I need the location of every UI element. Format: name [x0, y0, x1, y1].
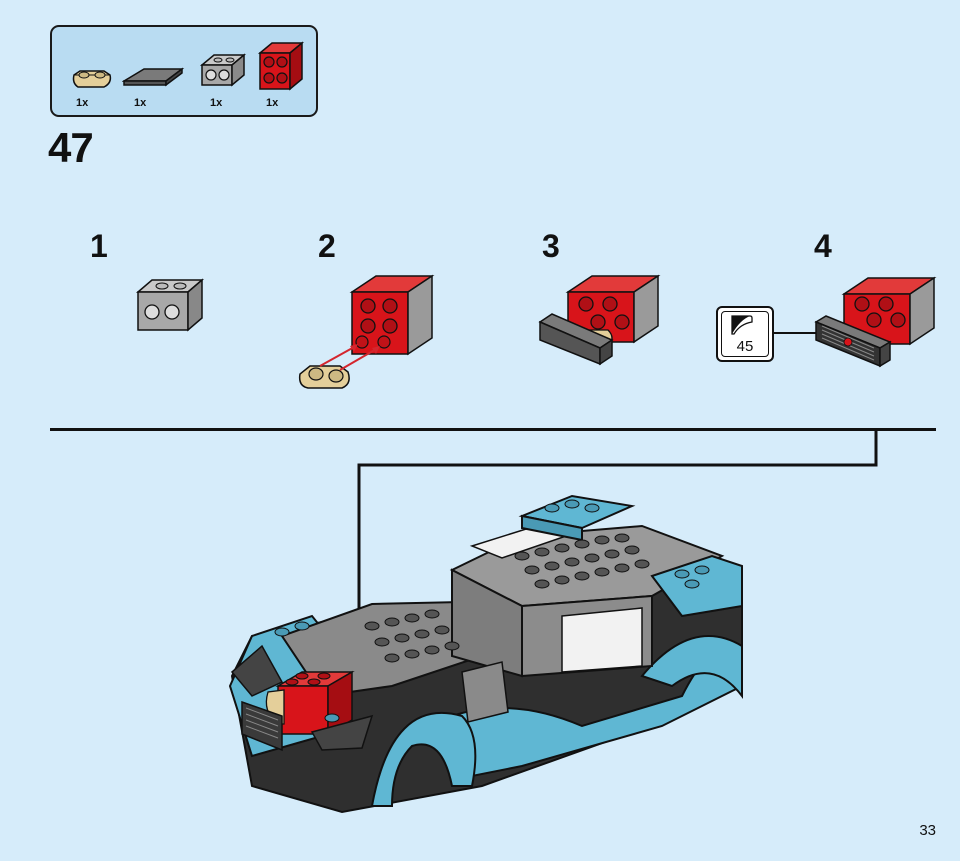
- part-qty: 1x: [210, 97, 223, 109]
- substep-number: 3: [542, 228, 560, 264]
- page-number: 33: [919, 822, 936, 839]
- sticker-ref-number: 45: [736, 338, 754, 355]
- part-grey-brick: 1x: [198, 35, 262, 111]
- part-qty: 1x: [134, 97, 147, 109]
- callout-line: [774, 332, 818, 334]
- parts-list-box: 1x 1x 1x 1x: [50, 25, 318, 117]
- red-brick-assembly-icon: [298, 274, 435, 389]
- substep-number: 1: [90, 228, 108, 264]
- part-qty: 1x: [76, 97, 89, 109]
- car-model-illustration: [228, 494, 743, 814]
- tan-plate-icon: [72, 70, 112, 88]
- sticker-icon: [731, 315, 753, 335]
- substep-number: 2: [318, 228, 336, 264]
- red-brick-with-tile-icon: [538, 274, 661, 366]
- red-brick-with-grille-icon: [814, 276, 937, 368]
- part-red-brick: 1x: [254, 35, 318, 111]
- step-number: 47: [48, 124, 94, 171]
- sticker-callout: 45: [716, 306, 774, 362]
- substep-number: 4: [814, 228, 832, 264]
- part-dark-grey-tile: 1x: [122, 35, 186, 111]
- part-qty: 1x: [266, 97, 279, 109]
- grey-tile-icon: [122, 67, 185, 87]
- grey-brick-icon: [199, 53, 247, 87]
- part-tan-plate: 1x: [64, 35, 128, 111]
- grey-brick-icon: [135, 278, 205, 332]
- red-brick-icon: [257, 41, 305, 91]
- section-divider: [50, 428, 936, 431]
